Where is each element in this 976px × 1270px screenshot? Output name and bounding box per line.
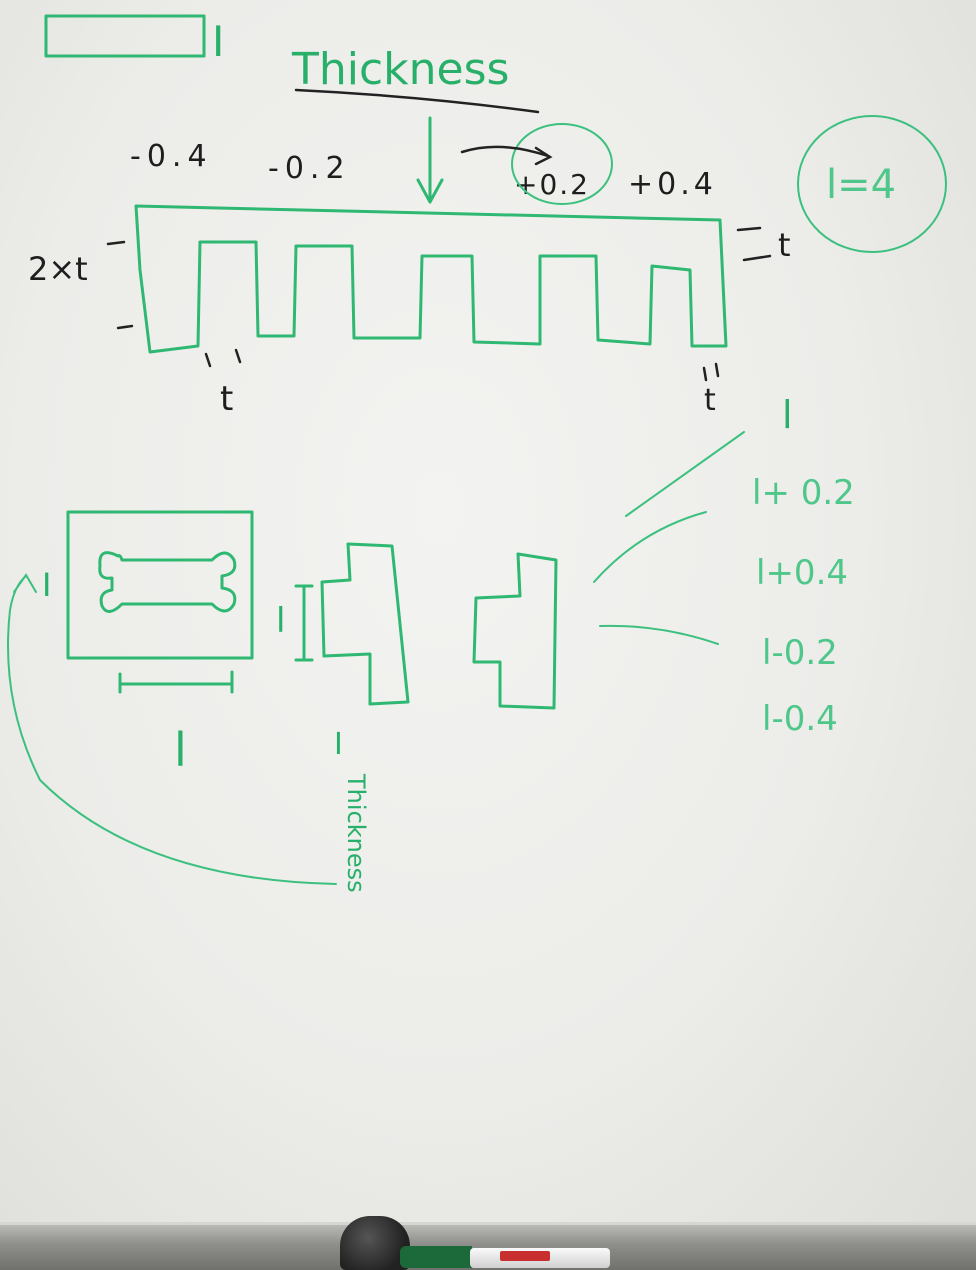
size-pointer-lines <box>593 431 745 645</box>
bottom-left-dim-label: t <box>220 379 233 419</box>
offset-label-3: +0.4 <box>628 167 717 202</box>
comb-outline <box>134 204 728 354</box>
legend-hatched-bar <box>44 14 206 58</box>
part-thickness-symbol: I <box>334 727 343 762</box>
thickness-arrow <box>416 116 444 204</box>
marker-cap <box>400 1246 472 1268</box>
stepped-part-outline-only <box>472 552 558 710</box>
bottom-right-tick-a <box>702 366 708 382</box>
pointer-line-1 <box>593 511 707 583</box>
right-dim-label: t <box>778 226 791 264</box>
offset-labels: -0.4 -0.2 +0.2 +0.4 <box>130 123 717 205</box>
plate-thickness-symbol: I <box>42 566 51 604</box>
bottom-right-dim-label: t <box>704 383 716 418</box>
size-item-1: l+ 0.2 <box>752 473 855 513</box>
part-thickness-label: Thickness <box>342 773 370 893</box>
length-note: l=4 <box>797 115 947 253</box>
bottom-left-tick-a <box>204 352 212 368</box>
dogbone-cutout <box>98 551 237 613</box>
thickness-legend: I Thickness <box>44 14 540 114</box>
size-item-0: l <box>782 393 793 437</box>
size-list: l l+ 0.2 l+0.4 l-0.2 l-0.4 <box>752 393 855 739</box>
marker-label <box>500 1251 550 1261</box>
part-length-symbol: l <box>276 601 285 641</box>
left-dim-tick-top <box>106 240 126 246</box>
bottom-right-tick-b <box>714 362 720 378</box>
right-dim-tick-bottom <box>742 254 772 262</box>
size-item-3: l-0.2 <box>762 633 838 673</box>
offset-label-2: +0.2 <box>514 168 590 201</box>
offset-highlight-circle <box>511 123 613 205</box>
stepped-part: l I Thickness <box>276 542 410 893</box>
stepped-part-outline <box>320 542 410 706</box>
pointer-line-0 <box>625 431 745 517</box>
comb-cross-section <box>134 204 728 354</box>
bottom-left-tick-b <box>234 348 242 364</box>
thickness-title: Thickness <box>291 44 509 95</box>
offset-label-1: -0.2 <box>268 151 351 186</box>
left-dim-label: 2×t <box>28 250 88 288</box>
size-item-4: l-0.4 <box>762 699 838 739</box>
left-dim-tick-bottom <box>116 324 134 330</box>
outline-part <box>472 552 558 710</box>
thickness-reference-arrow <box>7 573 337 885</box>
offset-label-0: -0.4 <box>130 139 213 174</box>
comb-dimensions: 2×t t t t <box>28 226 791 419</box>
size-item-2: l+0.4 <box>756 553 848 593</box>
pointer-line-2 <box>599 624 719 645</box>
legend-thickness-symbol: I <box>212 17 224 66</box>
plate-with-cutout: I l <box>42 510 254 777</box>
offset-highlight-arrow <box>460 145 553 166</box>
plate-outline <box>66 510 254 660</box>
length-note-text: l=4 <box>826 162 896 208</box>
length-note-circle <box>797 115 947 253</box>
title-underline <box>294 88 540 114</box>
plate-length-symbol: l <box>174 723 187 777</box>
eraser <box>340 1216 410 1270</box>
right-dim-tick-top <box>736 226 762 232</box>
